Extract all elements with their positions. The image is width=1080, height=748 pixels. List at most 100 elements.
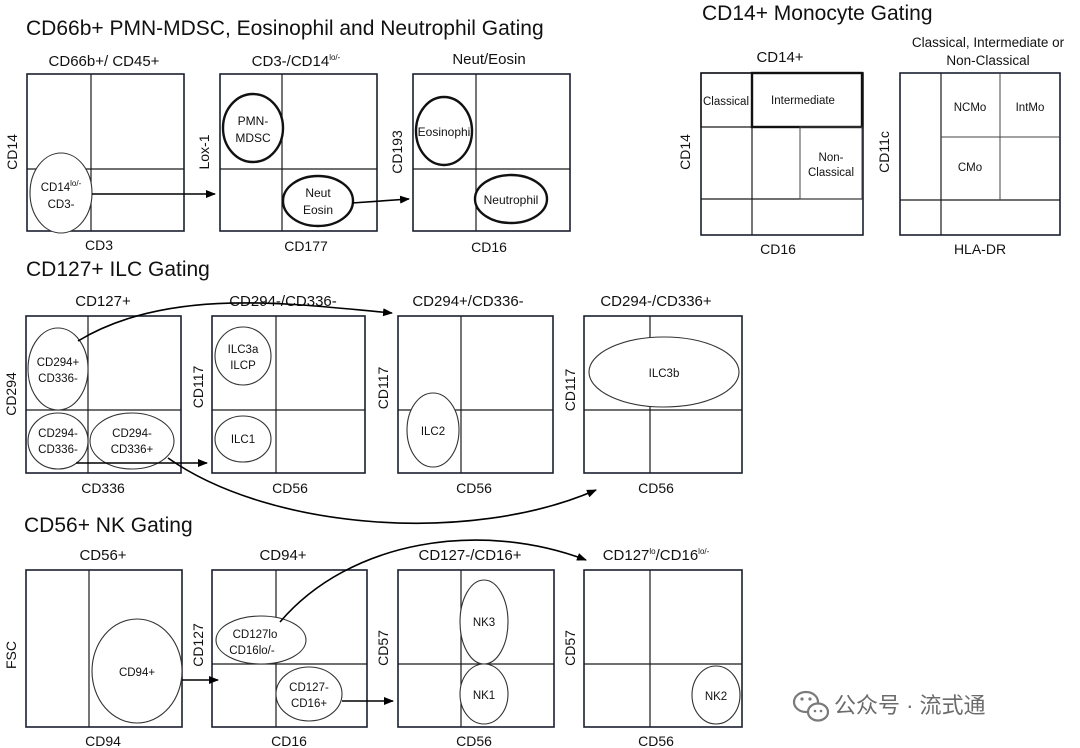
x-axis-label: CD16 bbox=[471, 239, 507, 255]
gating-arrow bbox=[77, 302, 393, 342]
watermark-text: 公众号 · 流式通 bbox=[834, 693, 986, 718]
plot-panel-cd3neg-cd14lo: CD3-/CD14lo/- PMN- MDSC Neut Eosin CD177… bbox=[196, 53, 378, 254]
plot-frame bbox=[412, 73, 571, 232]
x-axis-label: CD16 bbox=[760, 241, 796, 257]
x-axis-label: CD94 bbox=[85, 733, 121, 748]
plot-panel-cd127: CD127+ CD294+ CD336- CD294- CD336- CD294… bbox=[3, 293, 182, 496]
y-axis-label: FSC bbox=[3, 641, 19, 669]
gate-label: ILCP bbox=[230, 360, 256, 372]
plot-panel-cd14-monocyte: CD14+ Classical Intermediate Non- Classi… bbox=[677, 49, 864, 257]
gate-label: CD3- bbox=[48, 199, 75, 211]
gate-label: CD127- bbox=[289, 682, 329, 694]
gate-cd294neg-cd336neg bbox=[27, 412, 89, 470]
x-axis-label: CD177 bbox=[284, 238, 328, 254]
gate-label: ILC1 bbox=[231, 434, 255, 446]
gate-label: NK1 bbox=[473, 690, 495, 702]
y-axis-label: CD117 bbox=[375, 367, 391, 410]
plot-frame bbox=[211, 315, 366, 474]
panel-title: Non-Classical bbox=[946, 53, 1029, 68]
plot-frame bbox=[219, 73, 378, 232]
section-title-cd66b: CD66b+ PMN-MDSC, Eosinophil and Neutroph… bbox=[26, 17, 544, 40]
gate-label: CD14lo/- bbox=[41, 179, 82, 194]
y-axis-label: Lox-1 bbox=[196, 134, 212, 169]
gate-label: CD16+ bbox=[291, 698, 327, 710]
panel-title: Classical, Intermediate or bbox=[912, 35, 1065, 50]
gate-label: CD336- bbox=[38, 373, 78, 385]
gate-label: CD336+ bbox=[111, 444, 154, 456]
plot-panel-cd94: CD94+ CD127lo CD16lo/- CD127- CD16+ CD16… bbox=[190, 547, 368, 748]
gate-label: Eosin bbox=[303, 203, 333, 217]
gate-neutrophil bbox=[473, 173, 549, 225]
plot-panel-cd294neg-cd336pos: CD294-/CD336+ ILC3b CD56 CD117 bbox=[562, 293, 743, 496]
gate-eosinophil bbox=[414, 95, 474, 167]
wechat-icon bbox=[792, 690, 830, 722]
x-axis-label: CD56 bbox=[638, 480, 674, 496]
panel-title: CD127+ bbox=[75, 293, 131, 310]
gate-label: MDSC bbox=[235, 131, 271, 145]
x-axis-label: CD336 bbox=[81, 480, 125, 496]
gating-arrow bbox=[167, 457, 597, 525]
gate-label: NK2 bbox=[705, 691, 727, 703]
section-title-monocyte: CD14+ Monocyte Gating bbox=[702, 2, 933, 25]
y-axis-label: CD14 bbox=[4, 134, 20, 170]
region-label: IntMo bbox=[1016, 102, 1045, 114]
gate-ilc3a-ilcp bbox=[214, 326, 272, 386]
gate-label: CD294- bbox=[38, 428, 78, 440]
section-title-ilc: CD127+ ILC Gating bbox=[26, 258, 210, 281]
gate-cd94pos bbox=[91, 618, 183, 724]
gate-label: ILC2 bbox=[421, 426, 445, 438]
gate-label: Eosinophi bbox=[418, 125, 471, 139]
gate-ilc2 bbox=[406, 392, 460, 468]
plot-panel-neut-eosin: Neut/Eosin Eosinophi Neutrophil CD16 CD1… bbox=[389, 51, 571, 255]
x-axis-label: CD56 bbox=[638, 733, 674, 748]
panel-title: CD127lo/CD16lo/- bbox=[603, 547, 710, 564]
gate-nk2 bbox=[691, 665, 741, 725]
gate-label: ILC3b bbox=[649, 368, 680, 380]
panel-title: CD3-/CD14lo/- bbox=[252, 53, 341, 70]
plot-frame bbox=[25, 315, 182, 474]
plot-panel-cd294pos-cd336neg: CD294+/CD336- ILC2 CD56 CD117 bbox=[375, 293, 554, 496]
wechat-watermark: 公众号 · 流式通 bbox=[792, 690, 986, 722]
gate-label: NK3 bbox=[473, 617, 495, 629]
y-axis-label: CD294 bbox=[3, 372, 19, 416]
plot-frame bbox=[397, 315, 554, 474]
plot-panel-cd127lo-cd16lo: CD127lo/CD16lo/- NK2 CD56 CD57 bbox=[562, 547, 743, 748]
gate-cd127neg-cd16pos bbox=[275, 666, 343, 722]
gate-label: PMN- bbox=[238, 114, 269, 128]
gate-label: CD294- bbox=[112, 428, 152, 440]
gate-cd294neg-cd336pos bbox=[89, 412, 175, 470]
region-label: Classical bbox=[808, 167, 854, 179]
panel-title: CD127-/CD16+ bbox=[419, 547, 522, 564]
x-axis-label: HLA-DR bbox=[954, 241, 1006, 257]
plot-frame bbox=[26, 73, 185, 232]
plot-panel-cd294neg-cd336neg: CD294-/CD336- ILC3a ILCP ILC1 CD56 CD117 bbox=[190, 293, 366, 496]
panel-title: Neut/Eosin bbox=[452, 51, 525, 68]
y-axis-label: CD57 bbox=[562, 630, 578, 666]
y-axis-label: CD117 bbox=[190, 366, 206, 409]
region-label: Classical bbox=[703, 96, 749, 108]
plot-panel-cd56: CD56+ CD94+ CD94 FSC bbox=[3, 547, 183, 748]
plot-frame bbox=[583, 315, 743, 474]
gate-cd127lo-cd16lo bbox=[215, 615, 307, 665]
plot-panel-cd127neg-cd16pos: CD127-/CD16+ NK3 NK1 CD56 CD57 bbox=[375, 547, 555, 748]
section-title-nk: CD56+ NK Gating bbox=[24, 514, 193, 537]
gate-label: Neut bbox=[305, 186, 331, 200]
gate-label: Neutrophil bbox=[484, 193, 539, 207]
gate-ilc1 bbox=[214, 415, 272, 463]
x-axis-label: CD16 bbox=[271, 733, 307, 748]
gating-arrow bbox=[351, 195, 410, 204]
gate-label: CD16lo/- bbox=[229, 645, 275, 657]
panel-title: CD56+ bbox=[79, 547, 126, 564]
plot-panel-cd66b-cd45: CD66b+/ CD45+ CD14lo/- CD3- CD3 CD14 bbox=[4, 53, 185, 253]
x-axis-label: CD3 bbox=[85, 237, 113, 253]
region-label: CMo bbox=[958, 162, 982, 174]
plot-frame bbox=[211, 569, 368, 728]
region-label: Intermediate bbox=[771, 95, 835, 107]
gate-label: CD94+ bbox=[119, 667, 155, 679]
gate-label: CD336- bbox=[38, 444, 78, 456]
gate-pmn-mdsc bbox=[221, 92, 285, 164]
gate-cd294pos-cd336neg bbox=[27, 327, 89, 411]
panel-title: CD294-/CD336- bbox=[229, 293, 337, 310]
y-axis-label: CD57 bbox=[375, 630, 391, 666]
